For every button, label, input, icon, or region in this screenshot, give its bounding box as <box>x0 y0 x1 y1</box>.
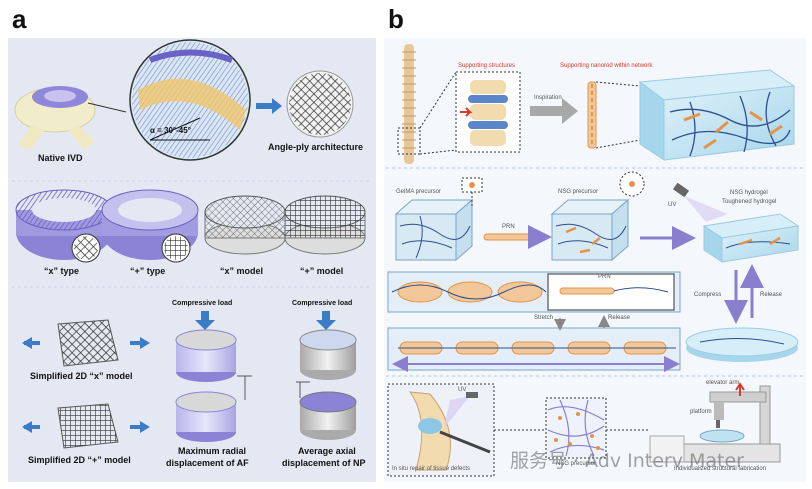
compressive-load-label-1: Compressive load <box>172 300 233 307</box>
uv-label-2: UV <box>458 387 467 393</box>
simplified-plus-label: Simplified 2D “+” model <box>28 455 131 465</box>
supporting-structures-label: Supporting structures <box>458 63 516 69</box>
spine-column <box>397 44 457 164</box>
x-type-ring <box>15 189 113 263</box>
nsg-precursor-label: NSG precursor <box>558 189 599 195</box>
compress-label: Compress <box>694 292 722 298</box>
platform-label: platform <box>690 409 712 415</box>
annulus-zoom-circle <box>129 39 251 161</box>
release-label-1: Release <box>760 292 783 298</box>
watermark: 服务号 · Adv Interv Mater <box>510 450 744 472</box>
nsg-precursor-label-2: NSG precursor <box>556 461 597 467</box>
simplified-plus-sheet <box>22 403 150 449</box>
compressed-hydrogel-disk <box>685 327 799 362</box>
gelma-precursor-label: GelMA precursor <box>396 189 442 195</box>
simplified-x-label: Simplified 2D “x” model <box>30 371 133 381</box>
in-situ-label: In situ repair of tissue defects <box>392 466 471 472</box>
angle-ply-arrow <box>256 98 282 114</box>
supporting-nanorod-label: Supporting nanorod within network <box>560 63 653 69</box>
prn-label-1: PRN <box>502 224 515 230</box>
x-type-label: “x” type <box>44 266 80 276</box>
angle-ply-label: Angle-ply architecture <box>268 142 364 152</box>
gelma-precursor-box <box>394 177 483 262</box>
individualized-label: Individualized structural fabrication <box>674 466 767 472</box>
nsg-hydrogel-label: NSG hydrogel <box>730 190 768 196</box>
3d-printer <box>649 382 781 463</box>
hydrogel-cube <box>638 69 796 161</box>
compressive-load-label-2: Compressive load <box>292 300 353 307</box>
release-label-2: Release <box>608 315 631 321</box>
plus-model-cage <box>284 195 366 255</box>
in-situ-repair-box <box>387 383 495 477</box>
toughened-hydrogel-label: Toughened hydrogel <box>722 199 777 205</box>
max-radial-label-2: displacement of AF <box>166 458 249 468</box>
avg-axial-label-1: Average axial <box>298 446 356 456</box>
inspiration-label: Inspiration <box>534 95 562 101</box>
panel-b-letter: b <box>388 4 404 34</box>
stretch-label: Stretch <box>534 315 554 321</box>
angle-label: α = 30°-45° <box>150 126 191 135</box>
elevator-arm-label: elevator arm <box>706 380 740 386</box>
native-ivd-label: Native IVD <box>38 153 83 163</box>
prn-strip-top <box>387 271 681 313</box>
panel-a-letter: a <box>12 4 27 34</box>
uv-lamp <box>672 182 728 222</box>
plus-type-label: “+” type <box>130 266 166 276</box>
x-model-cage <box>204 195 286 255</box>
nsg-hydrogel-slab <box>702 213 800 263</box>
panel-a <box>8 38 376 482</box>
max-radial-label-1: Maximum radial <box>178 446 247 456</box>
plus-model-label: “+” model <box>300 266 344 276</box>
supporting-structures-box <box>455 71 521 153</box>
uv-label-1: UV <box>668 202 677 208</box>
simplified-x-sheet <box>22 319 150 367</box>
nanorod <box>587 81 641 149</box>
avg-axial-label-2: displacement of NP <box>282 458 366 468</box>
prn-label-2: PRN <box>598 274 611 280</box>
panel-b <box>384 38 806 482</box>
inspiration-arrow <box>530 98 578 124</box>
plus-type-ring <box>101 189 199 263</box>
native-ivd-illustration <box>14 86 127 150</box>
x-model-label: “x” model <box>220 266 264 276</box>
nsg-precursor-network <box>494 397 650 459</box>
angle-ply-grid <box>286 70 354 138</box>
prn-strip-stretched <box>387 327 681 372</box>
prn-rod <box>483 225 552 249</box>
nsg-precursor-box <box>550 171 645 262</box>
np-compression-cylinders <box>296 311 357 440</box>
af-compression-cylinders <box>175 311 252 442</box>
